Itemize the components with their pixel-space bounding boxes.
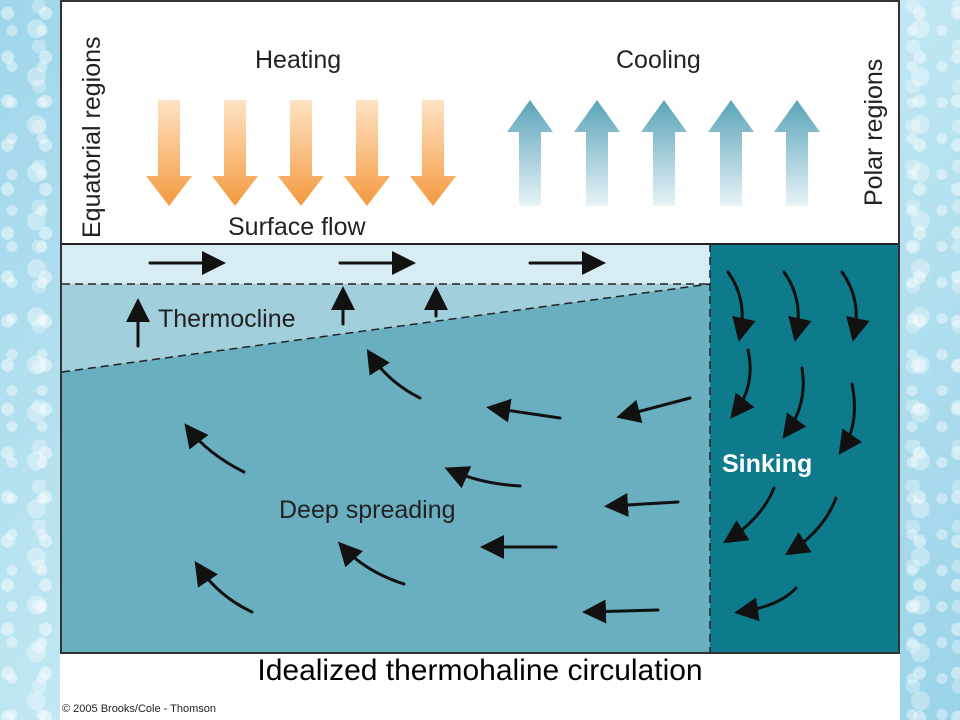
equatorial-regions-label: Equatorial regions — [78, 36, 106, 238]
cooling-arrow — [507, 100, 553, 206]
deep-flow-arrow — [486, 398, 562, 423]
deep-flow-arrow — [444, 466, 522, 489]
deep-flow-arrow — [184, 423, 246, 474]
cooling-label: Cooling — [616, 46, 701, 74]
heating-arrow — [410, 100, 456, 206]
thermocline-label: Thermocline — [158, 305, 296, 333]
cooling-arrows — [507, 100, 820, 206]
sinking-arrow — [782, 270, 812, 342]
copyright-notice: © 2005 Brooks/Cole - Thomson — [62, 703, 217, 715]
polar-regions-label: Polar regions — [860, 58, 888, 206]
sinking-zone — [710, 244, 898, 652]
heating-arrow — [278, 100, 324, 206]
deep-water — [62, 284, 710, 652]
sinking-arrow — [784, 496, 838, 556]
heating-arrow — [146, 100, 192, 206]
deep-spreading-label: Deep spreading — [279, 496, 456, 524]
deep-flow-arrow — [194, 561, 254, 614]
cooling-arrow — [774, 100, 820, 206]
heating-label: Heating — [255, 46, 342, 74]
flow-arrows — [126, 251, 870, 624]
sinking-arrow — [722, 486, 776, 544]
deep-flow-arrow — [366, 348, 422, 400]
heating-arrows — [146, 100, 456, 206]
deep-flow-arrow — [337, 541, 406, 586]
heating-arrow — [344, 100, 390, 206]
deep-flow-arrow — [604, 492, 680, 517]
sinking-arrow — [838, 382, 863, 455]
diagram-caption: Idealized thermohaline circulation — [257, 654, 703, 687]
sinking-arrow — [726, 270, 756, 342]
diagram-frame — [60, 0, 900, 654]
sinking-label: Sinking — [722, 450, 813, 478]
deep-flow-arrow — [616, 396, 692, 423]
sinking-arrow — [730, 348, 755, 419]
sinking-arrow — [840, 270, 870, 342]
cooling-arrow — [641, 100, 687, 206]
cooling-arrow — [574, 100, 620, 206]
sinking-arrow — [782, 366, 807, 439]
deep-flow-arrow — [582, 599, 660, 624]
thermocline-dashed-line — [61, 283, 711, 373]
cooling-arrow — [708, 100, 754, 206]
surface-flow-label: Surface flow — [228, 213, 366, 241]
sinking-arrow — [734, 586, 798, 622]
heating-arrow — [212, 100, 258, 206]
